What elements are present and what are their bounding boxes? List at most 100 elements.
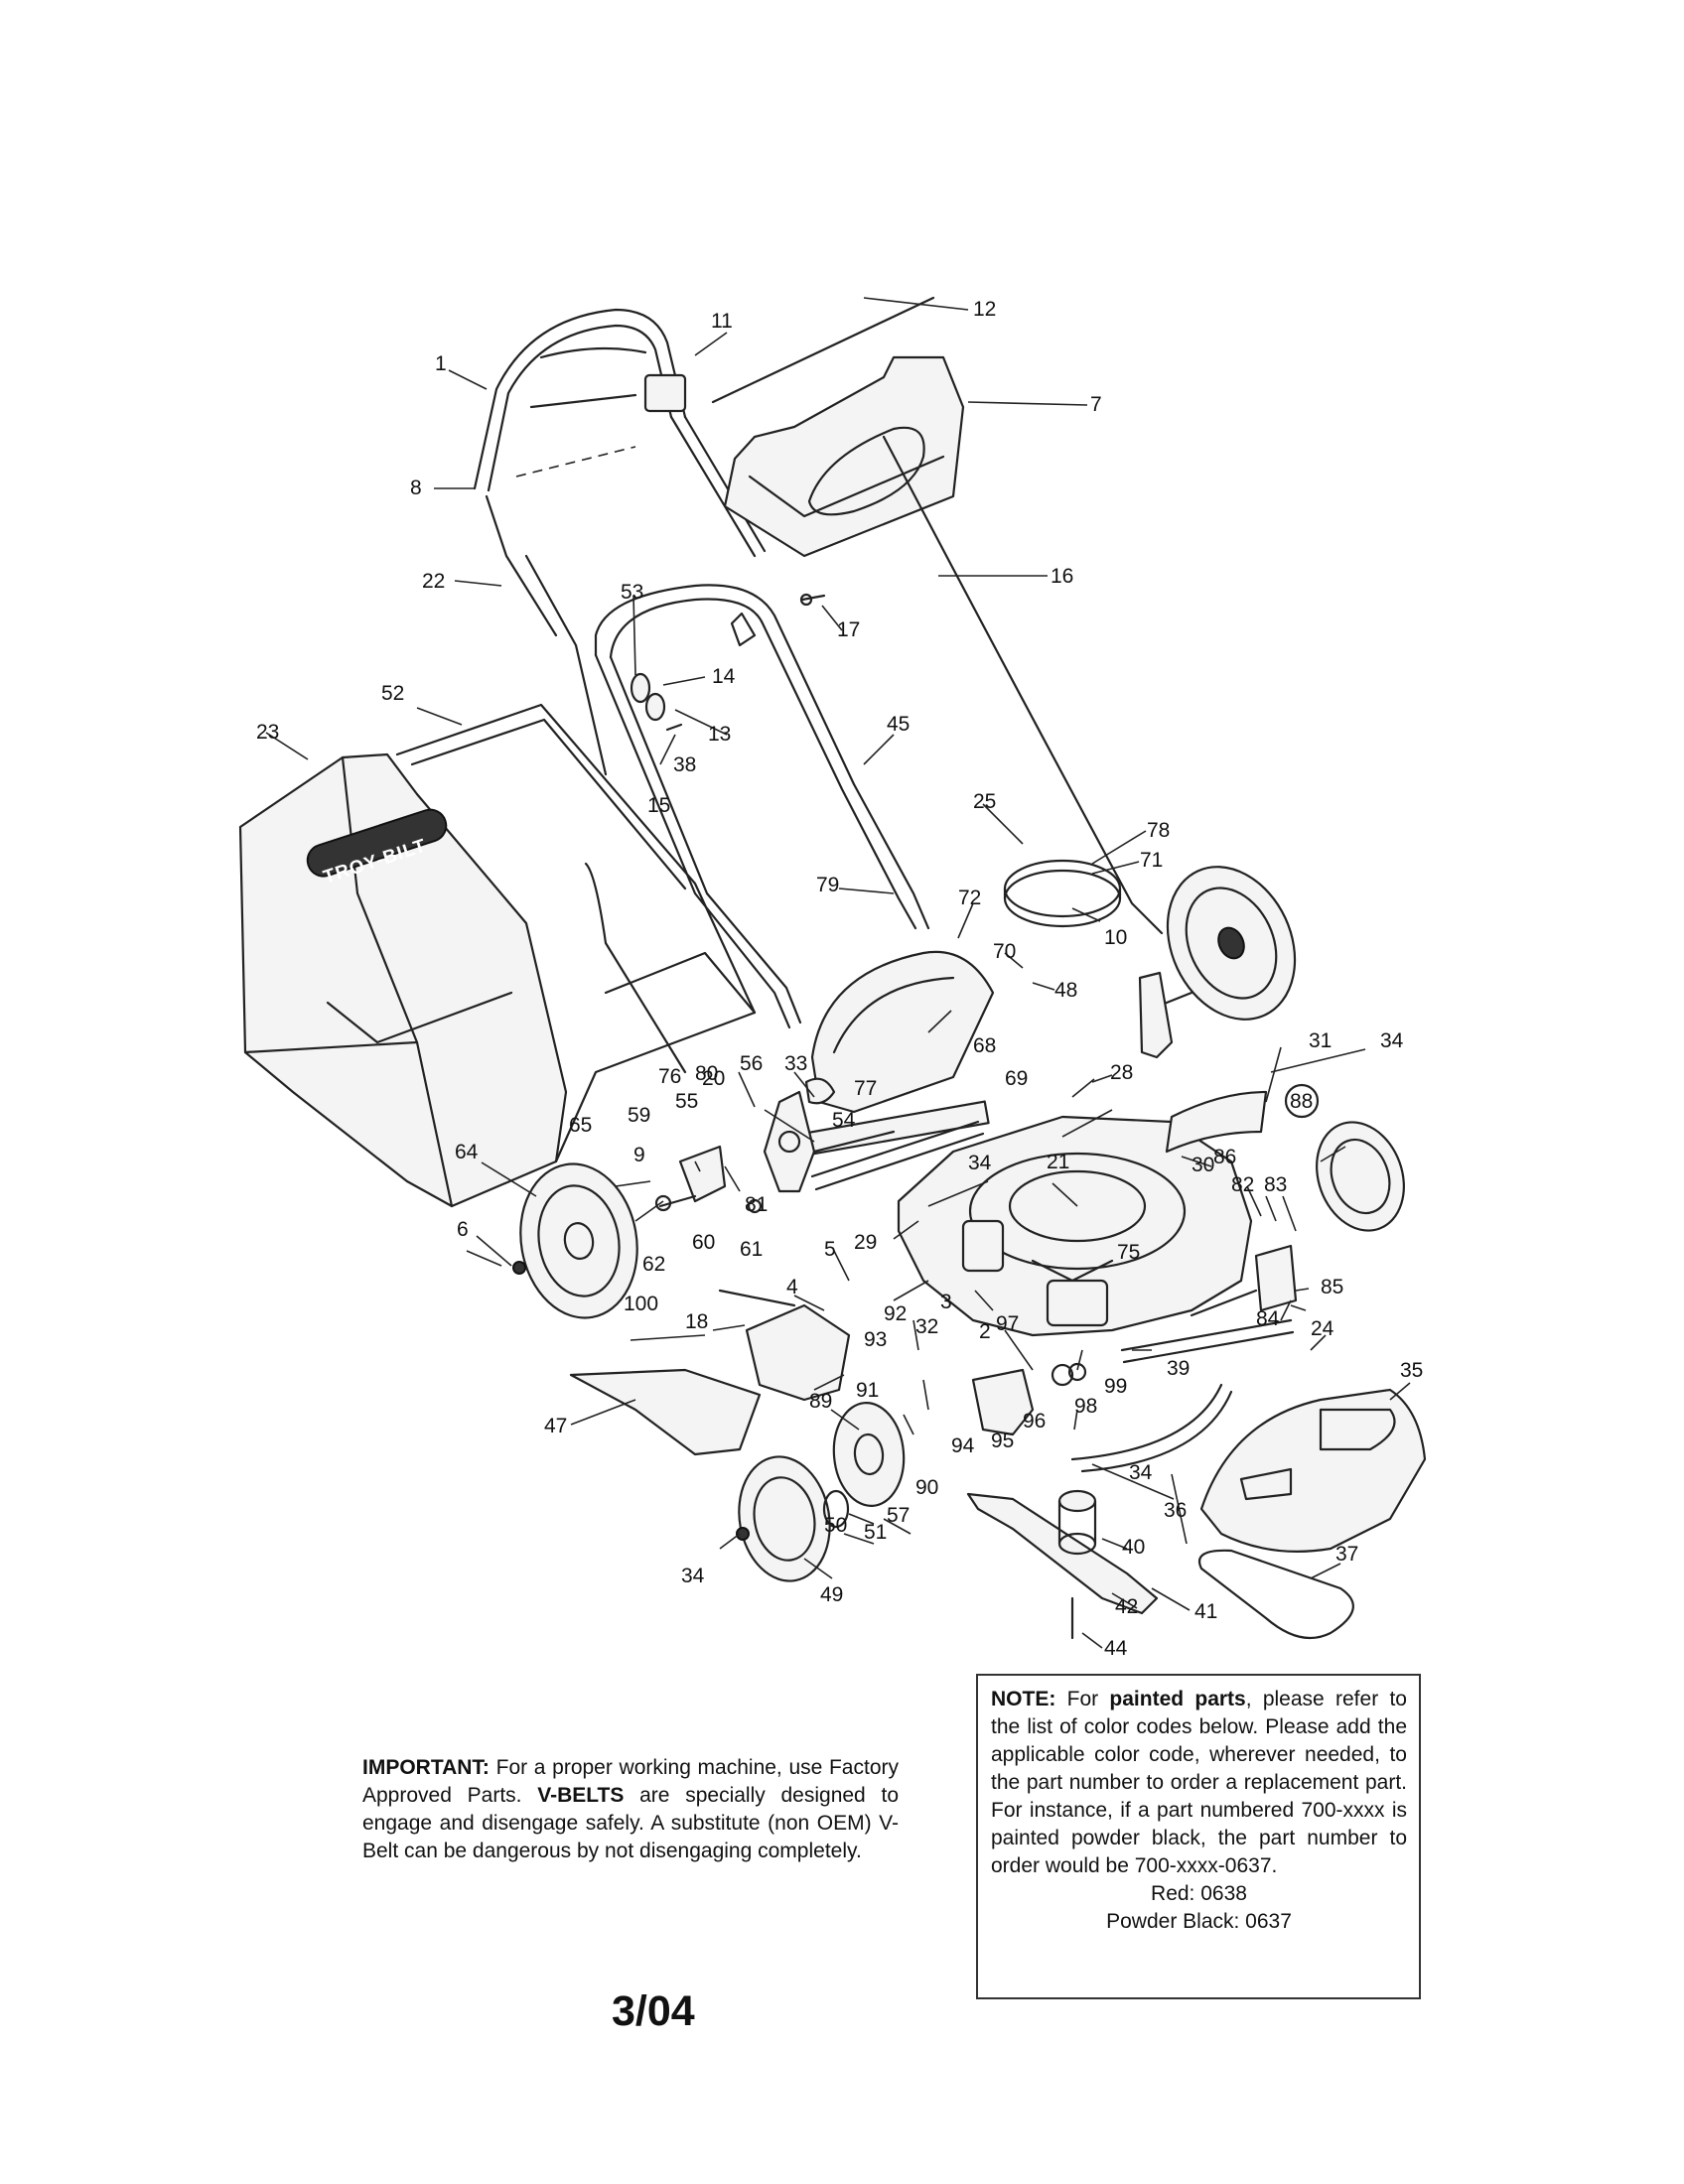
baffle: [1070, 1383, 1223, 1461]
callout-14: 14: [712, 665, 736, 688]
callout-54: 54: [832, 1109, 856, 1132]
callout-32: 32: [915, 1315, 938, 1338]
callout-5: 5: [824, 1238, 836, 1261]
front-left-wheel: [736, 1455, 850, 1582]
callout-10: 10: [1104, 926, 1127, 949]
callout-12: 12: [973, 298, 996, 321]
callout-68: 68: [973, 1034, 996, 1057]
v-belt: [1198, 1549, 1354, 1640]
callout-86: 86: [1213, 1146, 1236, 1168]
color-code-red: Red: 0638: [1151, 1882, 1247, 1905]
callout-47: 47: [544, 1415, 567, 1437]
callout-94: 94: [951, 1434, 975, 1457]
callout-59: 59: [628, 1104, 650, 1127]
grass-bag: TROY-BILT: [238, 752, 568, 1208]
callout-31: 31: [1309, 1029, 1332, 1052]
callout-50: 50: [824, 1514, 847, 1537]
cable-12: [711, 296, 935, 404]
callout-37: 37: [1335, 1543, 1358, 1566]
callout-51: 51: [864, 1521, 887, 1544]
callout-91: 91: [856, 1379, 879, 1402]
callout-69: 69: [1005, 1067, 1028, 1090]
callout-57: 57: [887, 1504, 910, 1527]
callout-62: 62: [642, 1253, 665, 1276]
callout-22: 22: [422, 570, 445, 593]
callout-95: 95: [991, 1430, 1014, 1452]
mower-deck: [897, 1115, 1253, 1337]
callouts: 1 2 3 4 5 6 7 8 9 10 11 12 13 14 15 16 1…: [256, 298, 1423, 1660]
callout-100: 100: [624, 1293, 658, 1315]
important-notice: IMPORTANT: For a proper working machine,…: [362, 1754, 899, 1865]
callout-29: 29: [854, 1231, 877, 1254]
callout-75: 75: [1117, 1241, 1140, 1264]
callout-41: 41: [1194, 1600, 1217, 1623]
callout-28: 28: [1110, 1061, 1133, 1084]
important-label: IMPORTANT:: [362, 1756, 490, 1779]
callout-34-front: 34: [1129, 1461, 1153, 1484]
note-label: NOTE:: [991, 1688, 1056, 1710]
rod-100: [718, 1289, 796, 1307]
callout-85: 85: [1321, 1276, 1343, 1298]
axle-bracket: [763, 1077, 896, 1193]
callout-7: 7: [1090, 393, 1102, 416]
callout-23: 23: [256, 721, 279, 744]
callout-17: 17: [837, 618, 860, 641]
callout-78: 78: [1147, 819, 1170, 842]
callout-64: 64: [455, 1141, 479, 1163]
callout-99: 99: [1104, 1375, 1127, 1398]
rear-left-wheel: [512, 1162, 638, 1319]
callout-4: 4: [786, 1276, 798, 1298]
callout-21: 21: [1047, 1151, 1069, 1173]
color-code-powder-black: Powder Black: 0637: [1106, 1910, 1292, 1933]
callout-34-deck: 34: [968, 1152, 992, 1174]
callout-20: 20: [702, 1067, 725, 1090]
callout-9: 9: [633, 1144, 645, 1166]
callout-71: 71: [1140, 849, 1163, 872]
callout-30: 30: [1192, 1154, 1214, 1176]
callout-70: 70: [993, 940, 1016, 963]
callout-96: 96: [1023, 1410, 1046, 1433]
callout-33: 33: [784, 1052, 807, 1075]
callout-39: 39: [1167, 1357, 1190, 1380]
front-trim: [1199, 1388, 1427, 1553]
callout-65: 65: [569, 1114, 592, 1137]
callout-25: 25: [973, 790, 996, 813]
callout-81: 81: [745, 1193, 768, 1216]
callout-72: 72: [958, 887, 981, 909]
callout-3: 3: [940, 1291, 952, 1313]
right-height-bracket: [1138, 971, 1174, 1059]
callout-16: 16: [1051, 565, 1073, 588]
callout-45: 45: [887, 713, 910, 736]
callout-93: 93: [864, 1328, 887, 1351]
important-vbelts: V-BELTS: [537, 1784, 625, 1807]
note-painted-parts: painted parts: [1109, 1688, 1246, 1710]
callout-55: 55: [675, 1090, 698, 1113]
callout-44: 44: [1104, 1637, 1128, 1660]
cable-16: [882, 435, 1164, 935]
callout-49: 49: [820, 1583, 843, 1606]
callout-61: 61: [740, 1238, 763, 1261]
callout-82: 82: [1231, 1173, 1254, 1196]
small-hardware-upper: [630, 593, 826, 732]
callout-53: 53: [621, 581, 643, 604]
important-text-1: For a proper working machine, use Factor…: [362, 1756, 899, 1807]
callout-97: 97: [996, 1312, 1019, 1335]
callout-6: 6: [457, 1218, 469, 1241]
callout-24: 24: [1311, 1317, 1334, 1340]
ring-assembly: [1003, 859, 1122, 928]
blade: [966, 1489, 1159, 1640]
height-adjuster-bracket: [654, 1145, 763, 1214]
upper-handle: [473, 308, 767, 558]
callout-42: 42: [1115, 1595, 1138, 1618]
callout-52: 52: [381, 682, 404, 705]
note-text-1: For: [1055, 1688, 1110, 1710]
callout-40: 40: [1122, 1536, 1145, 1559]
callout-77: 77: [854, 1077, 877, 1100]
cable-22: [524, 554, 608, 776]
callout-36: 36: [1164, 1499, 1187, 1522]
callout-11: 11: [711, 310, 733, 333]
date-code: 3/04: [612, 1987, 695, 2035]
callout-2: 2: [979, 1320, 991, 1343]
note-box: NOTE: For painted parts, please refer to…: [976, 1674, 1421, 1999]
